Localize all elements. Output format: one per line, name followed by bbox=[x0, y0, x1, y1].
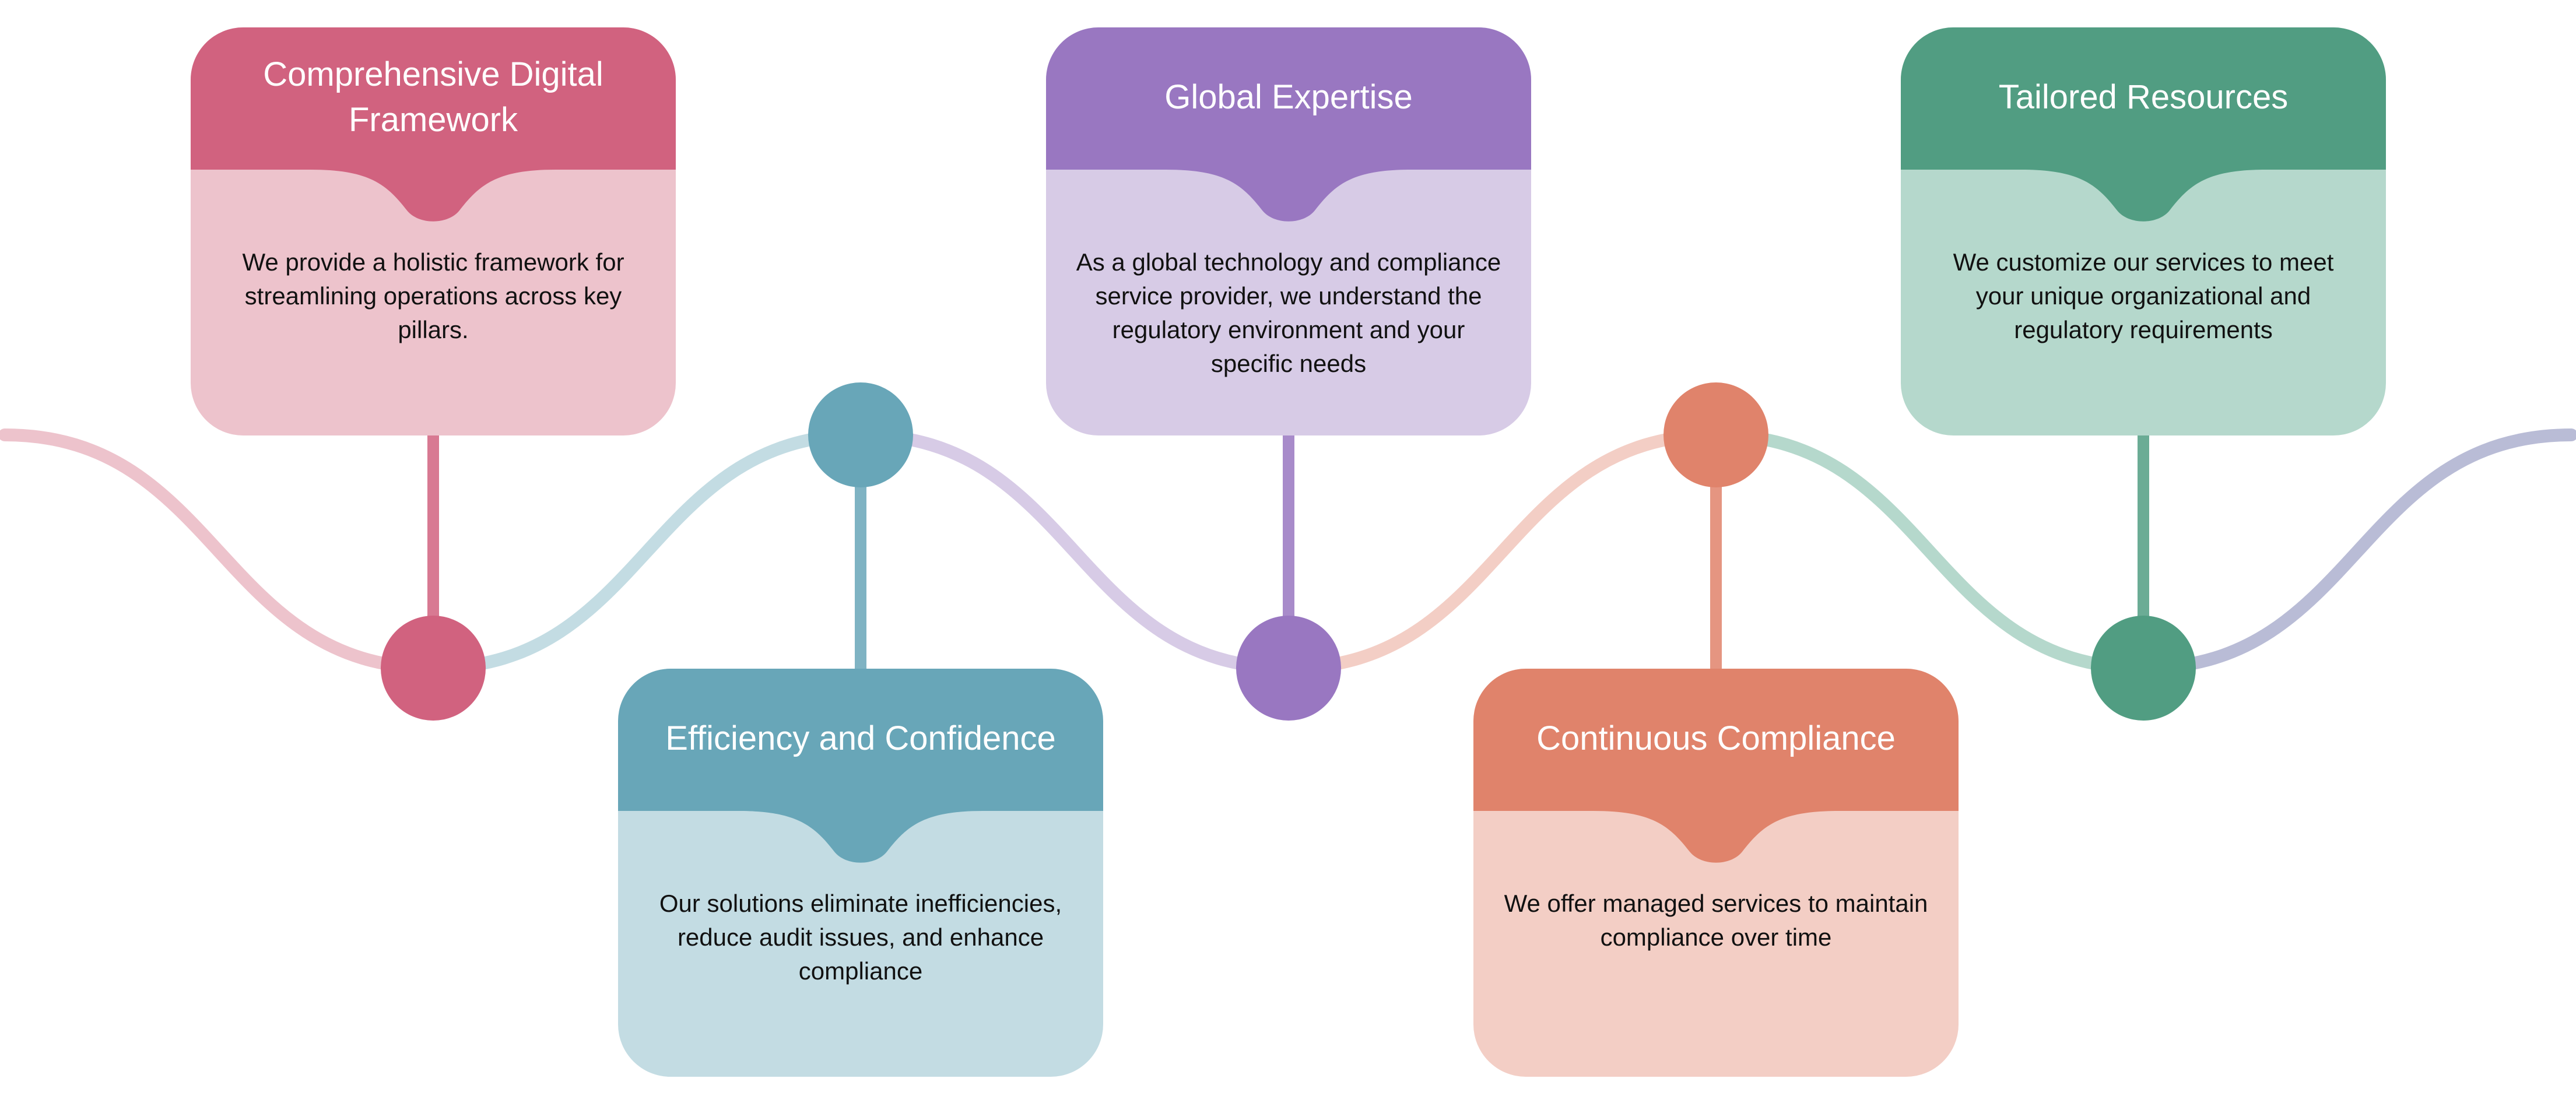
timeline-node-3 bbox=[1236, 616, 1341, 721]
step-card-3 bbox=[1046, 27, 1531, 435]
card-title: Efficiency and Confidence bbox=[665, 719, 1056, 757]
wave-segment-2 bbox=[427, 428, 867, 675]
step-card-1 bbox=[191, 27, 676, 435]
card-description: As a global technology and compliance se… bbox=[1076, 248, 1501, 377]
card-header-bg bbox=[618, 669, 1103, 863]
card-title: Tailored Resources bbox=[1998, 78, 2289, 116]
card-description: Our solutions eliminate inefficiencies, … bbox=[659, 890, 1062, 985]
timeline-node-2 bbox=[808, 382, 913, 487]
wave-segment-4 bbox=[1282, 428, 1722, 675]
card-header-bg bbox=[1473, 669, 1959, 863]
wave-segment-6 bbox=[2137, 428, 2576, 675]
connector-stem-3 bbox=[1283, 430, 1294, 668]
connector-stem-4 bbox=[1710, 435, 1722, 675]
step-cards bbox=[191, 27, 2386, 1077]
card-description: We customize our services to meet your u… bbox=[1953, 248, 2334, 343]
card-description: We offer managed services to maintain co… bbox=[1504, 890, 1928, 951]
timeline-node-1 bbox=[381, 616, 486, 721]
card-title: Comprehensive Digital Framework bbox=[263, 55, 603, 139]
card-header-bg bbox=[1901, 27, 2386, 222]
card-description: We provide a holistic framework for stre… bbox=[242, 248, 624, 343]
connectors bbox=[427, 430, 2149, 675]
connector-stem-1 bbox=[427, 430, 439, 668]
card-header-bg bbox=[1046, 27, 1531, 222]
timeline-node-5 bbox=[2091, 616, 2196, 721]
connector-stem-2 bbox=[855, 435, 866, 675]
wave-segment-1 bbox=[0, 428, 440, 675]
connector-stem-5 bbox=[2138, 430, 2149, 668]
step-card-4 bbox=[1473, 669, 1959, 1077]
step-card-2 bbox=[618, 669, 1103, 1077]
wave-path bbox=[0, 428, 2576, 675]
timeline-nodes bbox=[381, 382, 2196, 721]
timeline-node-4 bbox=[1663, 382, 1768, 487]
card-title: Continuous Compliance bbox=[1536, 719, 1896, 757]
step-card-5 bbox=[1901, 27, 2386, 435]
card-header-bg bbox=[191, 27, 676, 222]
wave-segment-5 bbox=[1710, 428, 2150, 675]
wave-segment-3 bbox=[854, 428, 1295, 675]
card-title: Global Expertise bbox=[1164, 78, 1413, 116]
